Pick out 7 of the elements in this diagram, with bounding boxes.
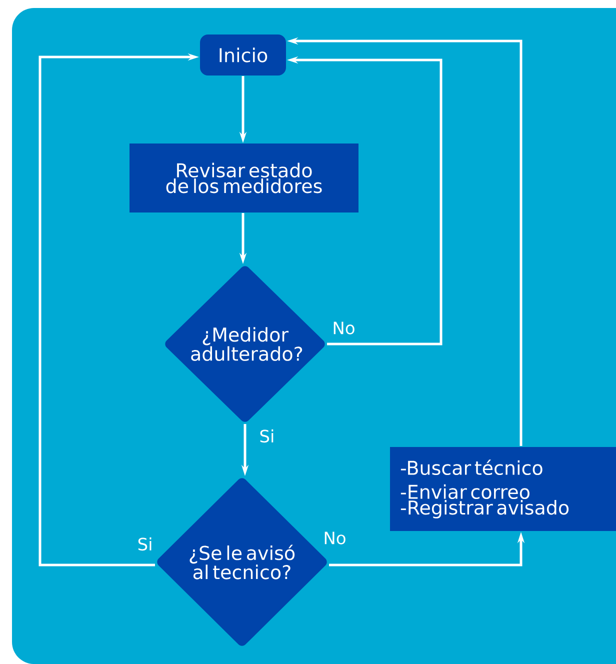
start-box: Inicio bbox=[200, 34, 286, 76]
action-box: -Buscar técnico -Enviar correo -Registrar avisado bbox=[390, 447, 616, 531]
edge-label: No bbox=[334, 322, 354, 334]
edge-label: Si bbox=[138, 537, 152, 551]
edge-label: Si bbox=[260, 429, 274, 443]
edge-label: No bbox=[324, 532, 346, 544]
process-box: Revisar estado de los medidores bbox=[130, 144, 358, 212]
